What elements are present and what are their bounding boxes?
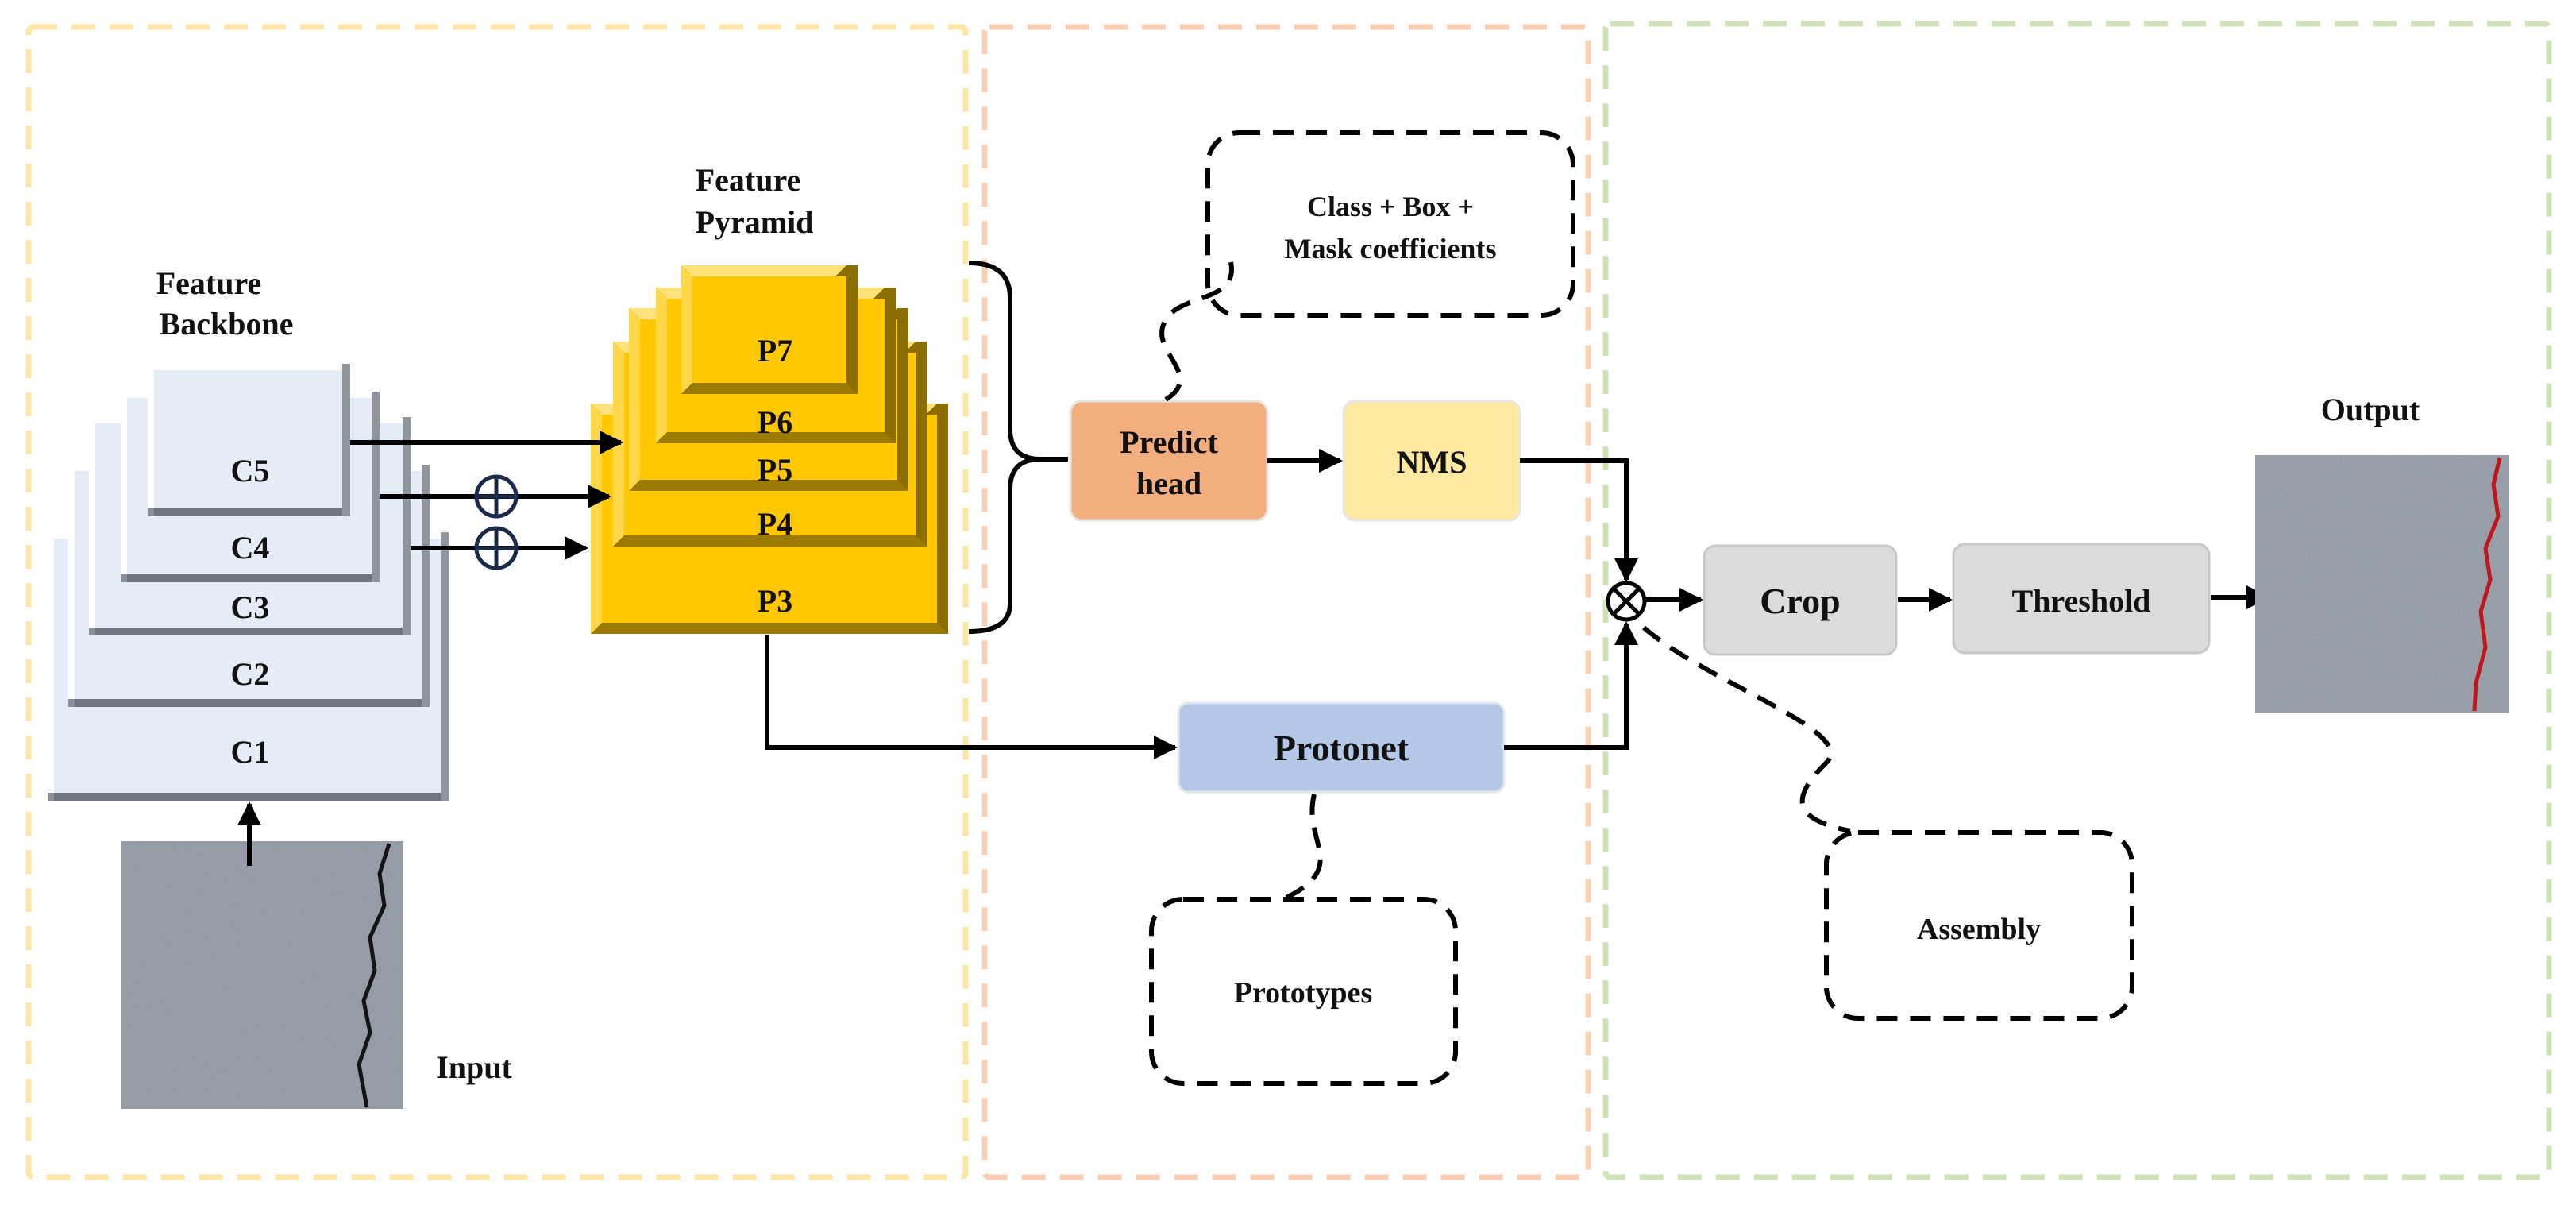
- backbone-layer-c5: [148, 364, 350, 516]
- assembly-label: Assembly: [1917, 913, 2041, 946]
- assembly-callout: [1824, 830, 2134, 1021]
- pyramid-title-line2: Pyramid: [696, 204, 814, 240]
- input-image: [121, 841, 403, 1109]
- add-operator-icon: [474, 474, 519, 519]
- prototypes-label: Prototypes: [1234, 976, 1373, 1010]
- p3-to-protonet-arrow: [765, 635, 1178, 759]
- coefficients-label-line1: Class + Box +: [1307, 191, 1474, 222]
- pyramid-label-p5: P5: [758, 452, 792, 488]
- add-operator-icon: [474, 526, 519, 570]
- pyramid-label-p7: P7: [758, 333, 792, 369]
- pyramid-label-p6: P6: [758, 404, 792, 440]
- predict-head-label-line2: head: [1136, 465, 1201, 501]
- backbone-region-frame: [25, 24, 969, 1180]
- prototypes-connector: [1285, 794, 1323, 900]
- crop-label: Crop: [1760, 581, 1840, 621]
- protonet-label: Protonet: [1274, 728, 1409, 768]
- pyramid-bracket: [968, 261, 1041, 634]
- backbone-title-line2: Backbone: [160, 306, 294, 342]
- coefficients-connector: [1159, 261, 1234, 402]
- threshold-box: [1952, 543, 2211, 655]
- output-label: Output: [2321, 392, 2420, 427]
- multiply-operator-icon: [1606, 581, 1647, 622]
- pyramid-label-p3: P3: [758, 583, 792, 619]
- crop-box: [1703, 544, 1898, 656]
- predict-head-label-line1: Predict: [1120, 424, 1218, 460]
- input-label: Input: [436, 1049, 512, 1085]
- backbone-title-line1: Feature: [156, 265, 262, 301]
- assembly-region-frame: [1602, 21, 2552, 1180]
- nms-to-assembly-arrow: [1520, 458, 1638, 582]
- backbone-label-c5: C5: [231, 453, 270, 489]
- pyramid-title-line1: Feature: [696, 162, 801, 198]
- head-region-frame: [981, 24, 1591, 1180]
- protonet-to-assembly-arrow: [1504, 621, 1638, 750]
- coefficients-callout: [1205, 130, 1575, 318]
- threshold-label: Threshold: [2012, 583, 2151, 619]
- backbone-label-c4: C4: [231, 530, 270, 566]
- backbone-label-c3: C3: [231, 589, 270, 625]
- pyramid-level-p7: [681, 265, 858, 394]
- predict-head-box: [1069, 400, 1269, 522]
- backbone-label-c1: C1: [231, 734, 270, 770]
- pyramid-label-p4: P4: [758, 506, 792, 542]
- assembly-connector: [1642, 625, 1851, 833]
- pyramid-stack: [591, 265, 948, 634]
- backbone-label-c2: C2: [231, 656, 270, 692]
- nms-label: NMS: [1397, 444, 1467, 480]
- output-image: [2255, 455, 2509, 713]
- prototypes-callout: [1149, 897, 1458, 1086]
- coefficients-label-line2: Mask coefficients: [1285, 233, 1497, 265]
- backbone-stack: [48, 364, 449, 801]
